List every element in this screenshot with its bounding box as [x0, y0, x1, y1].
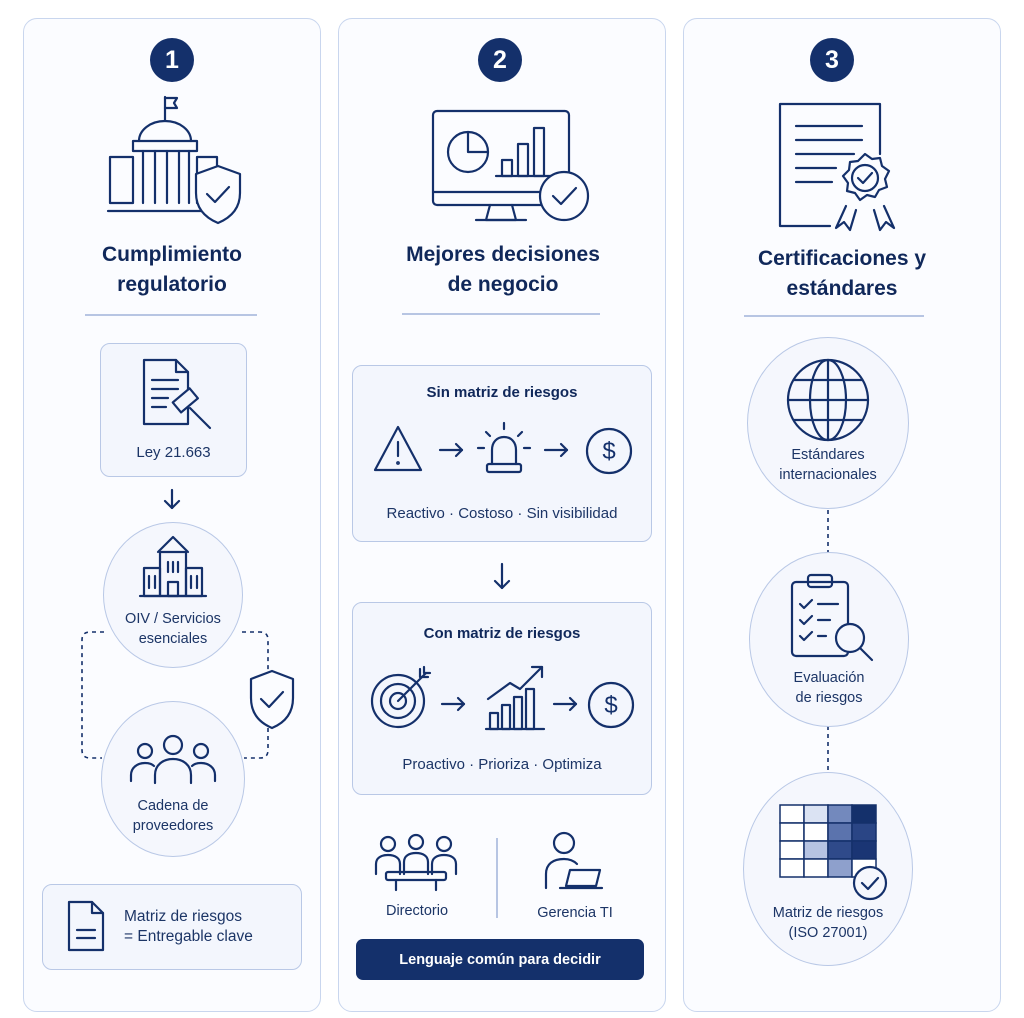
it-label: Gerencia TI: [537, 905, 613, 921]
supply-chain-node: [101, 701, 245, 857]
government-building-icon: [106, 95, 219, 213]
label-line: Matriz de riesgos: [124, 908, 243, 925]
step-number-3: 3: [810, 38, 854, 82]
arrow-right-icon: [438, 442, 464, 458]
label-line: proveedores: [132, 818, 214, 834]
label-line: Evaluación: [793, 670, 865, 686]
vertical-divider: [496, 838, 498, 918]
arrow-down-icon: [163, 488, 181, 510]
divider: [744, 315, 924, 317]
step-number-1: 1: [150, 38, 194, 82]
title-line: Cumplimiento: [102, 243, 242, 266]
with-matrix-traits: Proactivo · Prioriza · Optimiza: [402, 756, 602, 773]
step-number-2: 2: [478, 38, 522, 82]
without-matrix-traits: Reactivo · Costoso · Sin visibilidad: [386, 505, 618, 522]
column-3-title: Certificaciones y estándares: [700, 244, 984, 304]
iso-matrix-label: Matriz de riesgos (ISO 27001): [743, 903, 913, 943]
title-line: Certificaciones y: [757, 247, 927, 270]
deliverable-card: [42, 884, 302, 970]
monitor-chart-icon: [431, 109, 590, 222]
risk-evaluation-label: Evaluación de riesgos: [749, 668, 909, 708]
label-line: Matriz de riesgos: [772, 905, 884, 921]
international-standards-label: Estándares internacionales: [747, 445, 909, 485]
label-line: (ISO 27001): [788, 925, 868, 941]
dashed-connector: [827, 510, 829, 770]
alarm-icon: [476, 421, 532, 474]
certificate-icon: [778, 102, 896, 232]
divider: [85, 314, 257, 316]
meeting-icon: [374, 833, 458, 892]
svg-text:$: $: [602, 438, 615, 465]
svg-text:$: $: [604, 692, 617, 719]
clipboard-search-icon: [790, 573, 874, 662]
label-line: Cadena de: [137, 798, 209, 814]
law-label: Ley 21.663: [136, 444, 211, 461]
without-matrix-card: [352, 365, 652, 542]
title-line: de negocio: [447, 273, 559, 296]
label-line: = Entregable clave: [124, 928, 253, 945]
shield-check-icon: [194, 164, 242, 225]
board-label: Directorio: [385, 903, 449, 919]
document-gavel-icon: [142, 358, 212, 430]
column-2-title: Mejores decisiones de negocio: [365, 240, 641, 300]
title-line: Mejores decisiones: [406, 243, 600, 266]
person-laptop-icon: [544, 831, 604, 890]
label-line: Estándares: [791, 447, 865, 463]
with-matrix-heading: Con matriz de riesgos: [423, 625, 581, 642]
dashed-connector: [81, 631, 269, 759]
supply-chain-label: Cadena de proveedores: [101, 796, 245, 836]
globe-icon: [786, 358, 870, 442]
shield-check-icon: [249, 669, 295, 730]
without-matrix-heading: Sin matriz de riesgos: [426, 384, 578, 401]
label-line: de riesgos: [795, 690, 863, 706]
label-line: OIV / Servicios: [125, 611, 221, 627]
people-icon: [129, 734, 217, 785]
dollar-icon: $: [587, 681, 635, 729]
label-line: internacionales: [779, 467, 877, 483]
title-line: regulatorio: [117, 273, 227, 296]
growth-chart-icon: [484, 665, 546, 731]
law-card: [100, 343, 247, 477]
label-line: esenciales: [138, 631, 208, 647]
building-icon: [138, 535, 208, 598]
arrow-right-icon: [440, 696, 466, 712]
deliverable-label: Matriz de riesgos = Entregable clave: [124, 907, 284, 947]
divider: [402, 313, 600, 315]
common-language-banner: Lenguaje común para decidir: [356, 939, 644, 980]
arrow-down-icon: [493, 562, 511, 590]
warning-icon: [373, 425, 423, 472]
target-icon: [370, 665, 432, 729]
arrow-right-icon: [543, 442, 569, 458]
title-line: estándares: [786, 277, 898, 300]
document-icon: [67, 900, 105, 952]
column-1-title: Cumplimiento regulatorio: [40, 240, 304, 300]
oiv-label: OIV / Servicios esenciales: [103, 609, 243, 649]
arrow-right-icon: [552, 696, 578, 712]
risk-matrix-icon: [779, 804, 888, 901]
dollar-icon: $: [585, 427, 633, 475]
